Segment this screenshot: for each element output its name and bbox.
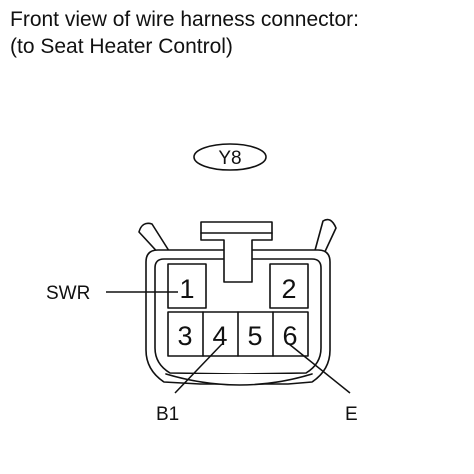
- connector-code-oval: [193, 143, 267, 171]
- pin-number-1: 1: [179, 274, 194, 304]
- e-leader-line: [288, 343, 351, 394]
- pin-cell-2: [269, 263, 309, 309]
- connector-lock-tab: [200, 221, 273, 283]
- diagram-title: Front view of wire harness connector: (t…: [10, 6, 359, 60]
- pin-number-6: 6: [282, 321, 297, 351]
- title-line-2: (to Seat Heater Control): [10, 35, 233, 58]
- pin-number-4: 4: [212, 321, 227, 351]
- swr-label: SWR: [46, 283, 90, 304]
- pin-number-5: 5: [247, 321, 262, 351]
- pin-cell-1: [167, 263, 207, 309]
- connector-code-label: Y8: [218, 148, 241, 169]
- title-line-1: Front view of wire harness connector:: [10, 8, 359, 31]
- connector-bottom-skirt: [165, 373, 313, 386]
- b1-leader-line: [174, 343, 223, 394]
- pin-number-2: 2: [281, 274, 296, 304]
- pin-number-3: 3: [177, 321, 192, 351]
- b1-label: B1: [156, 404, 179, 425]
- e-label: E: [345, 404, 358, 425]
- connector-code-badge: Y8: [193, 143, 267, 171]
